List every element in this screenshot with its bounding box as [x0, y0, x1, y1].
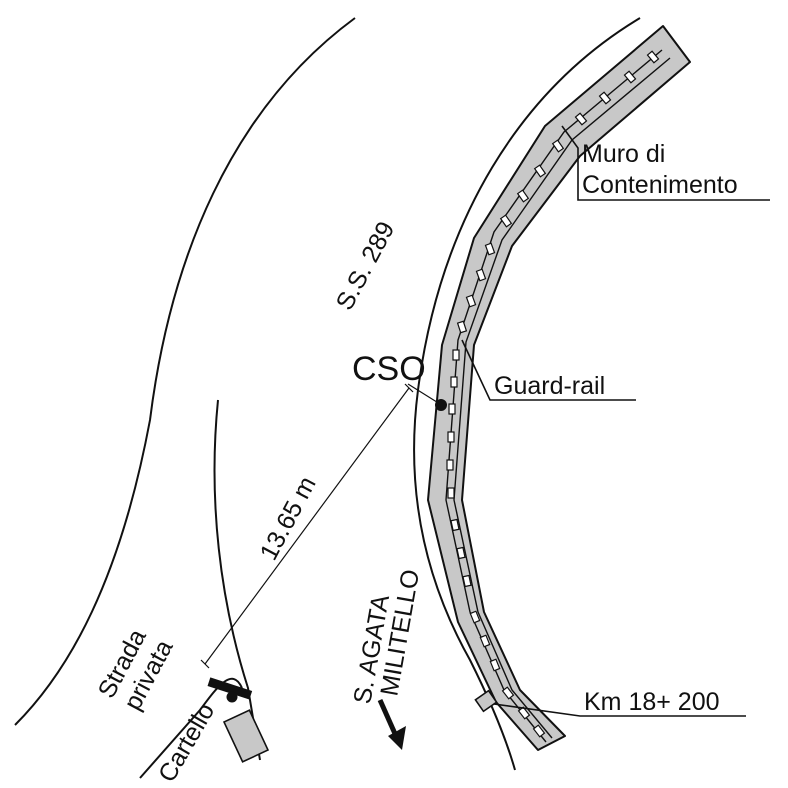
sign-post	[226, 691, 238, 703]
km-marker-box	[474, 689, 498, 713]
road-label: S.S. 289	[331, 217, 401, 315]
sign-label: Cartello	[153, 698, 220, 787]
wall-label-line1: Muro di	[582, 140, 665, 168]
distance-tick-start	[200, 659, 210, 669]
sign-bar	[207, 677, 253, 700]
wall-leader	[561, 125, 770, 201]
direction-arrow	[377, 698, 406, 750]
retaining-wall	[427, 25, 691, 751]
wall-label-line2: Contenimento	[582, 171, 738, 199]
station-tick	[407, 383, 441, 405]
road-edge-west	[14, 17, 356, 726]
guardrail-leader	[461, 339, 636, 401]
guardrail-posts	[446, 50, 660, 738]
distance-line	[204, 387, 410, 665]
distance-tick-end	[404, 383, 414, 393]
private-road-edge	[213, 399, 261, 761]
station-point	[435, 399, 447, 411]
guardrail-line-b	[453, 57, 671, 739]
guardrail-label: Guard-rail	[494, 372, 605, 400]
km-leader	[493, 703, 746, 717]
guardrail-line-a	[445, 49, 663, 743]
road-edge-east	[413, 17, 641, 771]
km-label: Km 18+ 200	[584, 688, 720, 716]
station-label: CSO	[352, 350, 426, 388]
sign-panel	[222, 709, 270, 763]
